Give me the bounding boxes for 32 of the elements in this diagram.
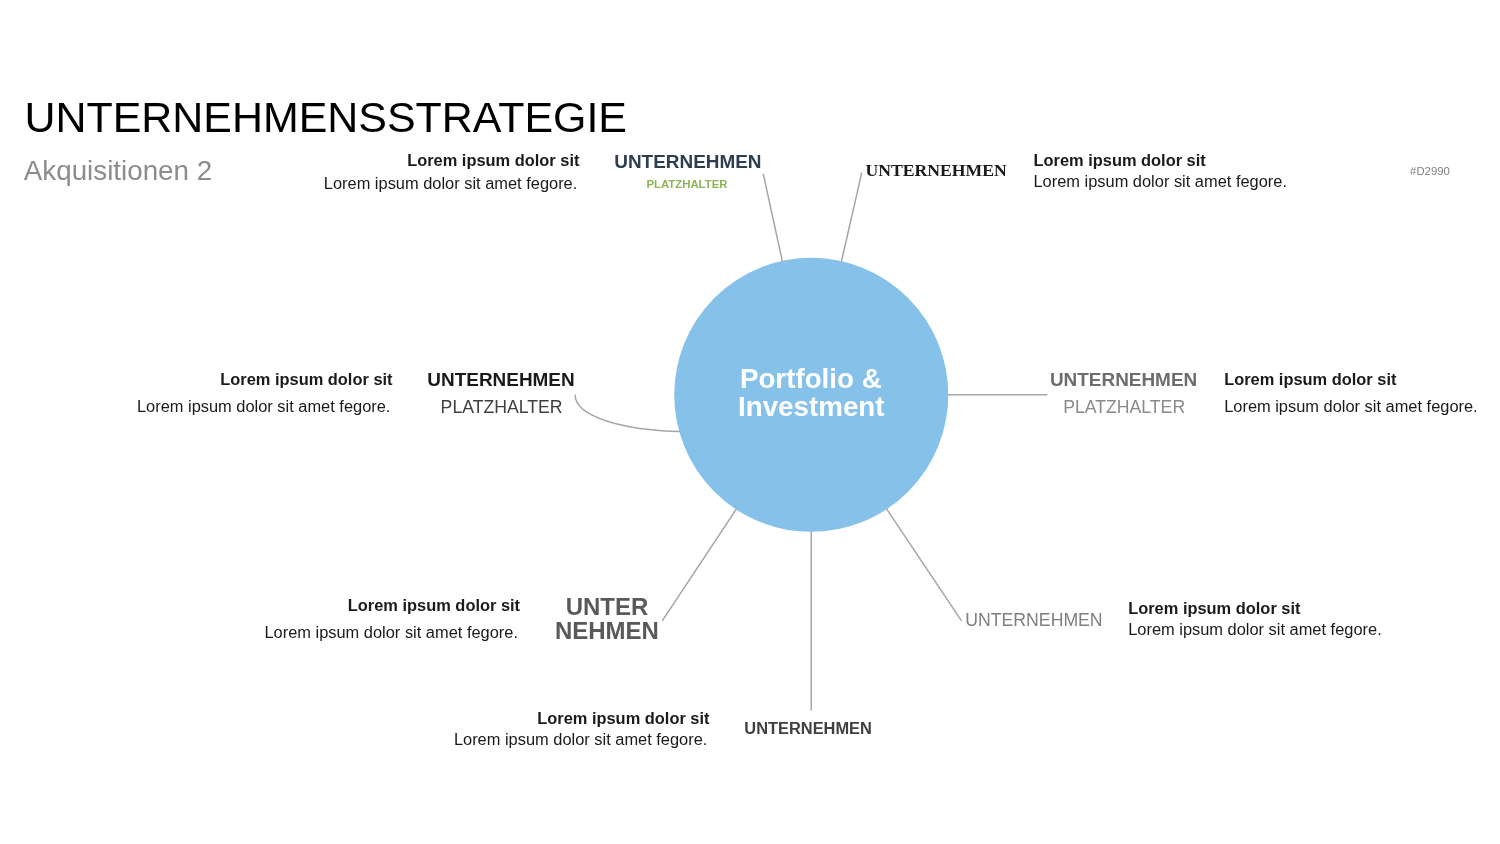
node-label: Lorem ipsum dolor sit [347,595,521,614]
node-text: UNTERNEHMEN PLATZHALTER [614,150,762,191]
connector [762,173,784,263]
node-circle: Portfolio & Investment [674,257,949,532]
label: Akquisitionen 2 [23,154,213,186]
node-text: UNTERNEHMEN PLATZHALTER [427,369,575,417]
node-label: Lorem ipsum dolor sit amet fegore. [136,396,391,415]
node-label: Lorem ipsum dolor sit [407,150,580,169]
connector [885,508,963,622]
connector [840,171,863,263]
node-label: Lorem ipsum dolor sit [1128,598,1301,617]
label: #D2990 [1410,165,1450,178]
node-label: Lorem ipsum dolor sit amet fegore. [323,173,578,192]
node-label: Lorem ipsum dolor sit amet fegore. [1128,620,1382,639]
connector [574,394,681,433]
node-text: UNTERNEHMEN PLATZHALTER [1049,369,1198,417]
node-text: UNTERNEHMEN [965,609,1103,630]
connector [661,508,738,622]
connector [810,530,812,712]
node-label: Lorem ipsum dolor sit amet fegore. [1224,396,1478,415]
node-label: Lorem ipsum dolor sit [1033,150,1206,169]
node-label: Lorem ipsum dolor sit amet fegore. [453,730,708,749]
node-label: Lorem ipsum dolor sit [537,708,710,727]
node-label: Lorem ipsum dolor sit [220,370,393,389]
node-text: UNTERNEHMEN [744,718,872,737]
node-text: UNTERNEHMEN [865,160,1007,181]
node-label: Lorem ipsum dolor sit [1224,370,1397,389]
diagram-title: UNTERNEHMENSSTRATEGIE [24,93,627,142]
connector [947,394,1049,396]
node-label: Lorem ipsum dolor sit amet fegore. [264,623,518,642]
node-text: UNTER NEHMEN [554,592,659,644]
node-label: Lorem ipsum dolor sit amet fegore. [1033,172,1287,190]
